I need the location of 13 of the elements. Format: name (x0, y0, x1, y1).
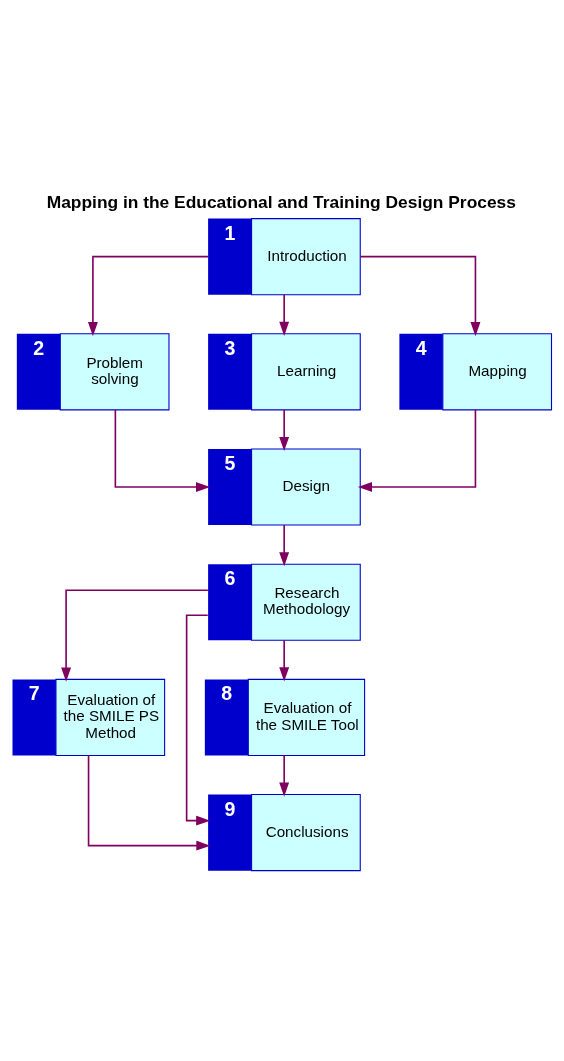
arrow (87, 754, 211, 851)
arrow (87, 255, 209, 337)
arrow (279, 639, 290, 682)
diagram-title: Mapping in the Educational and Training Design Process (46, 191, 516, 212)
arrow (279, 293, 290, 336)
arrow (185, 614, 211, 826)
arrow (114, 409, 211, 492)
arrow (359, 255, 481, 337)
arrow (61, 589, 209, 682)
arrow (279, 754, 290, 797)
arrow (279, 524, 290, 567)
arrow (357, 409, 477, 492)
arrow (279, 409, 290, 452)
